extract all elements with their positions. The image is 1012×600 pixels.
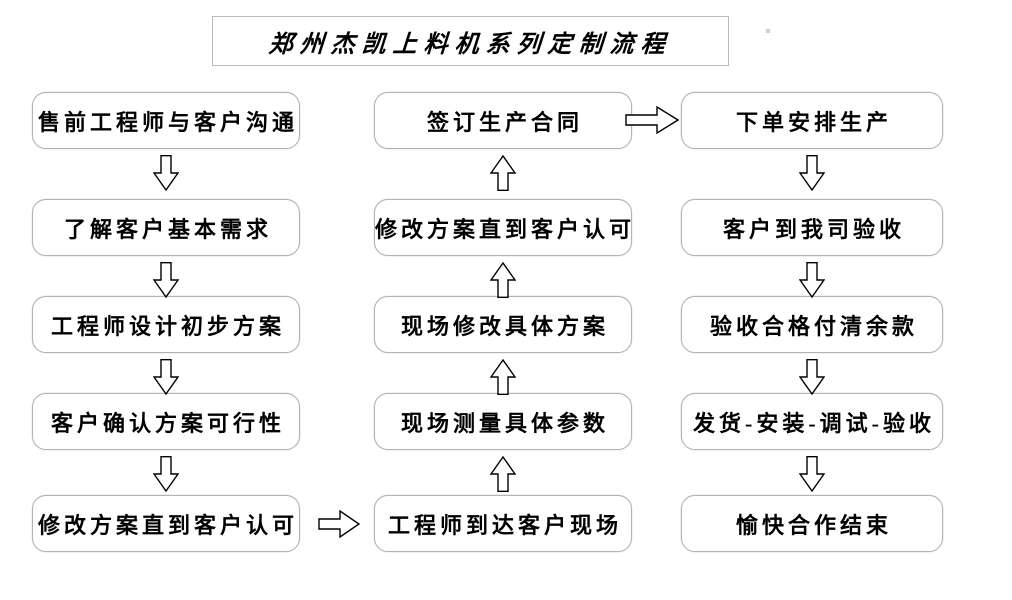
arrow-up-icon (490, 359, 516, 395)
arrow-up-icon (490, 155, 516, 191)
arrow-down-icon (799, 359, 825, 395)
arrow-down-icon (799, 456, 825, 492)
node-sign-contract: 签订生产合同 (374, 92, 632, 149)
node-label: 修改方案直到客户认可 (37, 512, 298, 538)
node-label: 修改方案直到客户认可 (375, 216, 636, 242)
node-onsite-measure-params: 现场测量具体参数 (374, 393, 632, 450)
node-label: 工程师到达客户现场 (387, 512, 622, 538)
node-pay-balance: 验收合格付清余款 (681, 296, 943, 353)
node-label: 愉快合作结束 (735, 512, 892, 538)
node-engineer-arrives-site: 工程师到达客户现场 (374, 495, 632, 552)
page-title: 郑州杰凯上料机系列定制流程 (267, 31, 673, 58)
node-design-draft-plan: 工程师设计初步方案 (32, 296, 300, 353)
arrow-right-icon (625, 106, 679, 134)
arrow-down-icon (153, 155, 179, 191)
node-place-order-production: 下单安排生产 (681, 92, 943, 149)
node-understand-needs: 了解客户基本需求 (32, 199, 300, 256)
node-presales-communication: 售前工程师与客户沟通 (32, 92, 300, 149)
arrow-down-icon (153, 262, 179, 298)
arrow-down-icon (153, 456, 179, 492)
node-label: 售前工程师与客户沟通 (37, 109, 298, 135)
node-label: 发货-安装-调试-验收 (693, 410, 935, 436)
node-ship-install-debug-accept: 发货-安装-调试-验收 (681, 393, 943, 450)
node-customer-acceptance-visit: 客户到我司验收 (681, 199, 943, 256)
node-happy-cooperation-end: 愉快合作结束 (681, 495, 943, 552)
node-confirm-feasibility: 客户确认方案可行性 (32, 393, 300, 450)
node-label: 客户确认方案可行性 (50, 410, 285, 436)
node-onsite-modify-plan: 现场修改具体方案 (374, 296, 632, 353)
stray-dot (766, 29, 770, 33)
arrow-down-icon (799, 262, 825, 298)
arrow-up-icon (490, 456, 516, 492)
arrow-up-icon (490, 262, 516, 298)
node-label: 客户到我司验收 (722, 216, 905, 242)
node-label: 现场修改具体方案 (400, 313, 609, 339)
node-label: 现场测量具体参数 (400, 410, 609, 436)
node-label: 验收合格付清余款 (709, 313, 918, 339)
arrow-down-icon (153, 359, 179, 395)
node-label: 工程师设计初步方案 (50, 313, 285, 339)
arrow-right-icon (318, 510, 360, 538)
arrow-down-icon (799, 155, 825, 191)
node-label: 签订生产合同 (426, 109, 583, 135)
node-revise-until-approved-middle: 修改方案直到客户认可 (374, 199, 632, 256)
node-label: 下单安排生产 (735, 109, 892, 135)
node-revise-until-approved-left: 修改方案直到客户认可 (32, 495, 300, 552)
node-label: 了解客户基本需求 (63, 216, 272, 242)
title-box: 郑州杰凯上料机系列定制流程 (212, 16, 729, 66)
